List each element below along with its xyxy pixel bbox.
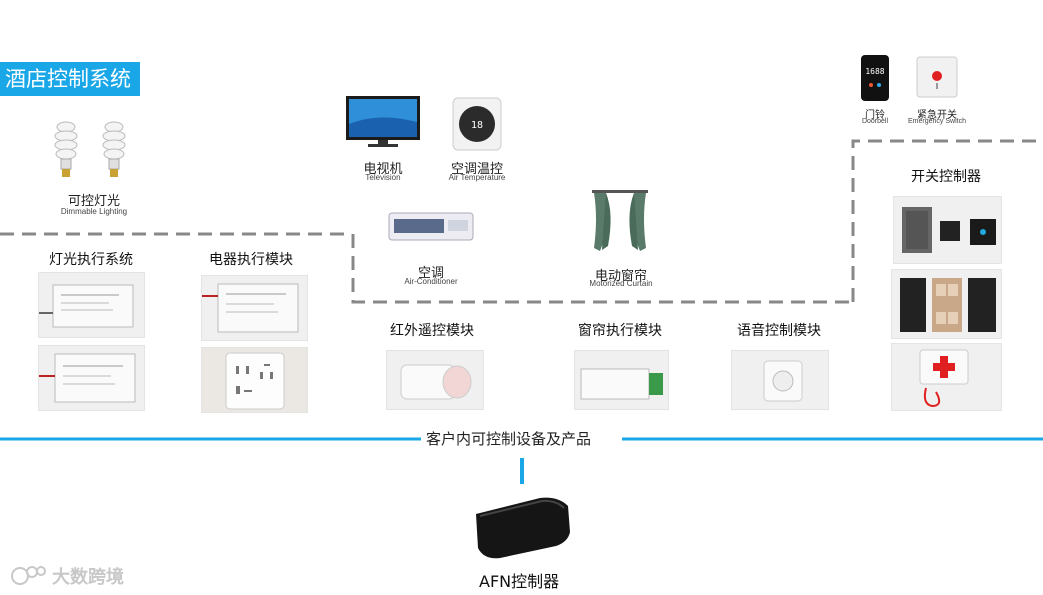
air-temperature-label: 空调温控 [450,162,503,177]
afn-controller-icon [476,497,570,559]
svg-text:18: 18 [471,120,483,131]
lighting-module-image-1 [38,272,145,338]
air-temperature-en: Air Temperature [448,173,506,182]
doorbell-en: Doorbell [861,118,889,125]
switch-panel-image-2 [891,269,1002,339]
bus-label: 客户内可控制设备及产品 [426,430,592,448]
doorbell-display: 1688 [865,67,884,76]
television-label: 电视机 [363,162,403,177]
dimmable-lighting-en: Dimmable Lighting [60,207,128,216]
emergency-switch-en: Emergency Switch [908,118,966,125]
afn-controller-label: AFN控制器 [479,572,560,591]
doorbell-icon: 1688 [861,55,889,101]
lighting-module-image-2 [38,345,145,411]
cfl-bulb-icon [54,121,126,177]
watermark-text: 大数跨境 [52,567,124,588]
switch-panel-image-1 [893,196,1002,264]
curtain-icon [592,190,648,251]
air-conditioner-en: Air-Conditioner [404,277,458,286]
module-voice-label: 语音控制模块 [737,323,821,339]
television-icon [346,96,420,147]
module-lighting-label: 灯光执行系统 [49,252,133,268]
voice-module-image [731,350,829,410]
watermark-logo-icon [11,566,46,585]
air-conditioner-icon [388,212,474,241]
air-conditioner-label: 空调 [417,266,444,281]
page-title: 酒店控制系统 [0,62,140,96]
motorized-curtain-label: 电动窗帘 [594,269,647,284]
module-curtain-label: 窗帘执行模块 [578,323,662,339]
thermostat-icon: 18 [452,97,502,151]
socket-image [201,347,308,413]
curtain-module-image [574,350,669,410]
module-ir-remote-label: 红外遥控模块 [390,323,474,339]
emergency-pull-switch-image [891,343,1002,411]
television-en: Television [365,173,401,182]
ir-remote-module-image [386,350,484,410]
dashed-boundary-middle [351,234,853,304]
module-appliance-label: 电器执行模块 [209,252,293,268]
emergency-switch-icon [916,56,958,98]
motorized-curtain-en: Motorized Curtain [589,279,653,288]
dashed-boundary-right [851,139,1043,302]
appliance-module-image [201,275,308,341]
dimmable-lighting-label: 可控灯光 [67,194,120,209]
module-switch-label: 开关控制器 [911,169,981,185]
doorbell-label: 门铃 [865,110,885,121]
emergency-switch-label: 紧急开关 [917,110,957,121]
